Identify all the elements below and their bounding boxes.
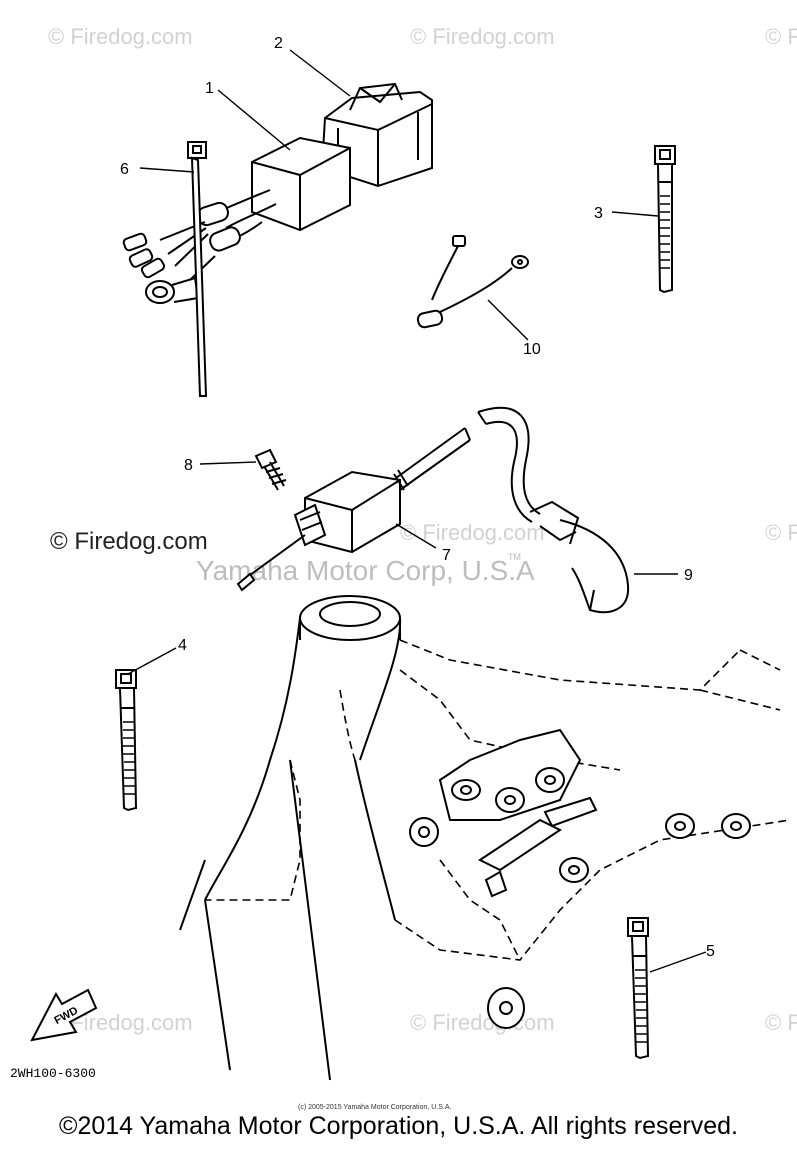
watermark-layer: © Firedog.com © Firedog.com © Firedog.co… bbox=[48, 24, 797, 1035]
part-5-cable-tie bbox=[627, 917, 650, 1060]
watermark: © Firedog.com bbox=[765, 1010, 797, 1035]
callout-10: 10 bbox=[523, 341, 541, 358]
callout-1: 1 bbox=[205, 80, 214, 97]
watermark: © Firedog.com bbox=[765, 24, 797, 49]
frame-mounts bbox=[409, 728, 751, 1029]
fwd-arrow: FWD bbox=[30, 988, 98, 1042]
callout-3: 3 bbox=[594, 205, 603, 222]
leader-lines bbox=[127, 49, 707, 973]
watermark: © Firedog.com bbox=[400, 520, 545, 545]
part-10-lead-wire bbox=[416, 235, 529, 329]
callout-2: 2 bbox=[274, 35, 283, 52]
callout-5: 5 bbox=[706, 943, 715, 960]
fine-print: (c) 2005-2015 Yamaha Motor Corporation, … bbox=[298, 1104, 451, 1111]
watermark: © Firedog.com bbox=[410, 24, 555, 49]
frame-dashed-outline bbox=[205, 639, 791, 961]
diagram-code: 2WH100-6300 bbox=[10, 1066, 96, 1081]
part-7-ignition-coil bbox=[236, 427, 471, 592]
watermark-dark: © Firedog.com bbox=[50, 528, 208, 555]
watermark: © Firedog.com bbox=[765, 520, 797, 545]
watermark: © Firedog.com bbox=[48, 24, 193, 49]
frame-outline bbox=[179, 595, 402, 1081]
callout-9: 9 bbox=[684, 567, 693, 584]
part-8-screw bbox=[254, 448, 287, 491]
callout-labels: 1 2 3 4 5 6 7 8 9 10 bbox=[120, 35, 715, 960]
watermark: © Firedog.com bbox=[410, 1010, 555, 1035]
callout-7: 7 bbox=[442, 547, 451, 564]
part-3-cable-tie bbox=[654, 145, 676, 294]
part-4-cable-tie bbox=[115, 669, 138, 812]
watermark-tm: TM bbox=[508, 552, 521, 562]
part-6-cable-tie bbox=[187, 141, 208, 397]
callout-4: 4 bbox=[178, 637, 187, 654]
callout-8: 8 bbox=[184, 457, 193, 474]
callout-6: 6 bbox=[120, 161, 129, 178]
copyright-notice: ©2014 Yamaha Motor Corporation, U.S.A. A… bbox=[59, 1112, 738, 1140]
part-9-plug-cap bbox=[477, 406, 630, 614]
part-1-cdi-unit bbox=[122, 136, 351, 304]
